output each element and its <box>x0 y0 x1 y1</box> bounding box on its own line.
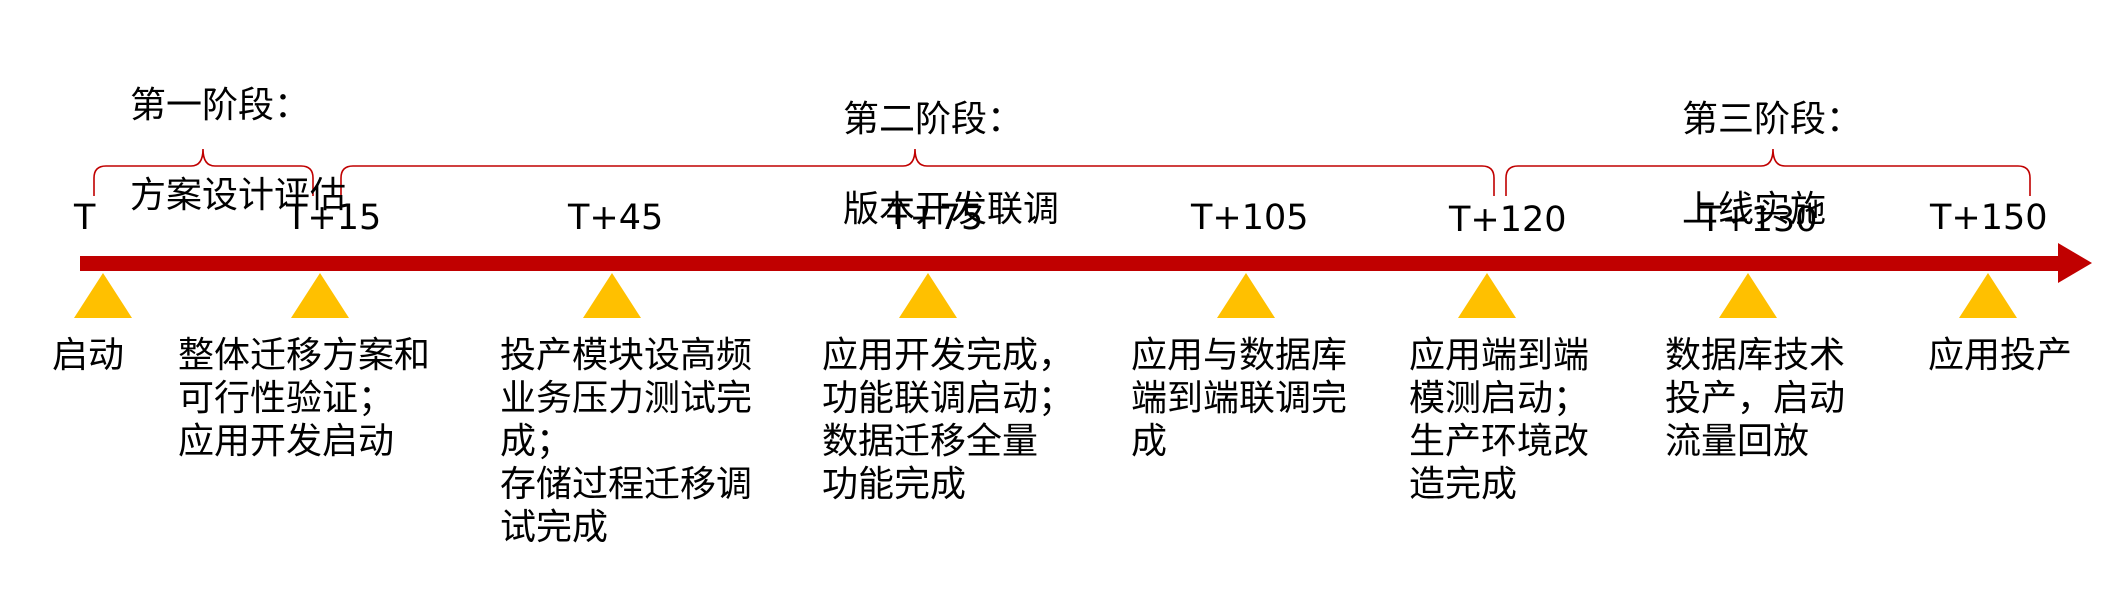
milestone-marker-0 <box>74 273 132 318</box>
tick-label-t15: T+15 <box>286 198 382 238</box>
phase-label-1: 第一阶段： 方案设计评估 <box>130 38 346 263</box>
timeline-axis <box>80 243 2092 283</box>
milestone-desc-t150: 应用投产 <box>1928 335 2073 376</box>
milestone-desc-t130: 数据库技术 投产，启动 流量回放 <box>1665 335 1846 462</box>
phase-brackets <box>93 148 2031 196</box>
milestone-marker-6 <box>1719 273 1777 318</box>
phase-title: 第一阶段： <box>130 85 311 126</box>
milestone-desc-t105: 应用与数据库 端到端联调完 成 <box>1131 335 1348 462</box>
phase-bracket-2 <box>340 148 1495 196</box>
milestone-desc-t: 启动 <box>52 335 125 376</box>
milestone-marker-7 <box>1959 273 2017 318</box>
axis-line <box>80 256 2062 271</box>
tick-label-t75: T+75 <box>888 198 984 238</box>
phase-title: 第三阶段： <box>1682 99 1863 140</box>
axis-arrowhead <box>2058 243 2092 283</box>
tick-label-t150: T+150 <box>1930 198 2048 238</box>
milestone-marker-1 <box>291 273 349 318</box>
phase-label-2: 第二阶段： 版本开发联调 <box>843 52 1059 277</box>
phase-bracket-1 <box>93 148 314 196</box>
milestone-desc-t120: 应用端到端 模测启动； 生产环境改 造完成 <box>1409 335 1590 505</box>
milestone-desc-t45: 投产模块设高频 业务压力测试完 成； 存储过程迁移调 试完成 <box>500 335 753 548</box>
milestone-marker-5 <box>1458 273 1516 318</box>
phase-subtitle: 上线实施 <box>1682 189 1827 230</box>
tick-label-t: T <box>74 198 96 238</box>
milestone-markers <box>74 273 2017 318</box>
phase-title: 第二阶段： <box>843 99 1024 140</box>
phase-bracket-3 <box>1505 148 2031 196</box>
tick-label-t130: T+130 <box>1700 200 1818 240</box>
phase-subtitle: 版本开发联调 <box>843 189 1060 230</box>
tick-label-t45: T+45 <box>568 198 664 238</box>
milestone-marker-2 <box>583 273 641 318</box>
phase-subtitle: 方案设计评估 <box>130 175 347 216</box>
milestone-desc-t15: 整体迁移方案和 可行性验证； 应用开发启动 <box>178 335 431 462</box>
phase-label-3: 第三阶段： 上线实施 <box>1682 52 1862 277</box>
milestone-marker-3 <box>899 273 957 318</box>
milestone-marker-4 <box>1217 273 1275 318</box>
tick-label-t105: T+105 <box>1191 198 1309 238</box>
tick-label-t120: T+120 <box>1449 200 1567 240</box>
milestone-desc-t75: 应用开发完成， 功能联调启动； 数据迁移全量 功能完成 <box>822 335 1075 505</box>
